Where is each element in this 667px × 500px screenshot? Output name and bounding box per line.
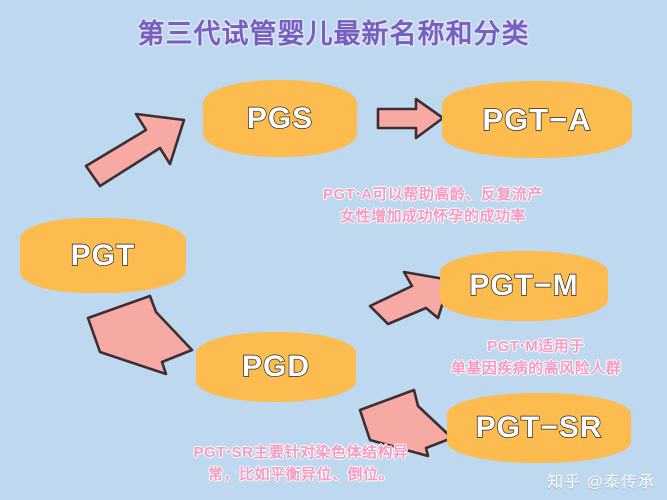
arrow-pgt-to-pgs xyxy=(84,112,186,188)
node-pgd[interactable]: PGD xyxy=(196,332,356,402)
node-pgt-sr[interactable]: PGT−SR xyxy=(447,393,631,463)
node-pgs-label: PGS xyxy=(246,101,314,135)
node-pgt-a-label: PGT−A xyxy=(482,101,592,137)
node-pgs[interactable]: PGS xyxy=(203,80,357,157)
node-pgt[interactable]: PGT xyxy=(20,218,186,293)
arrow-pgt-to-pgd xyxy=(86,294,194,376)
note-pgt-m: PGT‧M适用于 单基因疾病的高风险人群 xyxy=(450,338,622,377)
node-pgt-m[interactable]: PGT−M xyxy=(440,251,608,321)
node-pgd-label: PGD xyxy=(241,349,310,383)
watermark: 知乎 @泰传承 xyxy=(547,474,655,491)
note-pgt-sr: PGT‧SR主要针对染色体结构异 常，比如平衡异位、倒位。 xyxy=(193,444,409,483)
node-pgt-m-label: PGT−M xyxy=(469,268,579,302)
arrow-pgs-to-pgta xyxy=(376,97,445,140)
note-pgt-a: PGT‧A可以帮助高龄、反复流产 女性增加成功怀孕的成功率 xyxy=(323,186,543,225)
node-pgt-sr-label: PGT−SR xyxy=(475,410,603,444)
node-pgt-a[interactable]: PGT−A xyxy=(442,81,632,158)
node-pgt-label: PGT xyxy=(70,238,136,272)
page-title: 第三代试管婴儿最新名称和分类 xyxy=(137,19,530,50)
